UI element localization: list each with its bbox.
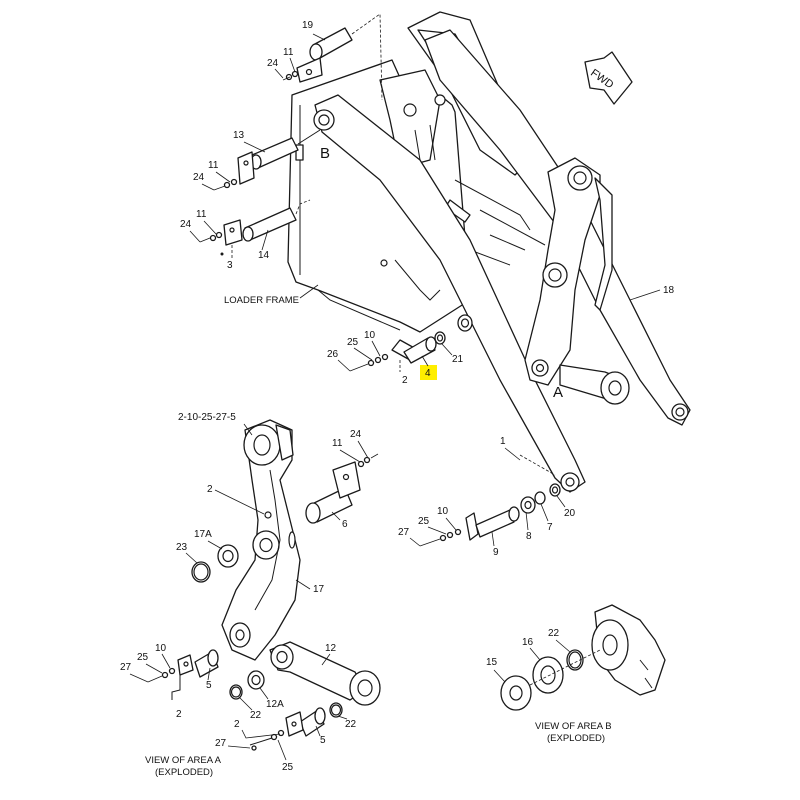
callout-2b: 2 [207,484,213,495]
callout-1: 1 [500,436,506,447]
callout-10b: 10 [437,506,449,517]
callout-17a: 17A [194,529,212,540]
callout-18: 18 [663,285,675,296]
callout-7: 7 [547,522,553,533]
callout-12: 12 [325,643,337,654]
view-a-caption-line1: VIEW OF AREA A [145,755,222,766]
callout-24d: 24 [350,429,362,440]
loader-frame-label: LOADER FRAME [224,295,299,306]
callout-21: 21 [452,354,464,365]
area-b-exploded [500,604,666,711]
callout-11b: 11 [208,160,219,171]
tilt-lever-installed [524,157,613,386]
callout-12a: 12A [266,699,284,710]
tilt-lever-17 [221,419,301,661]
pin-13-assembly [213,129,321,191]
view-b-caption-line2: (EXPLODED) [547,733,605,744]
callout-2c: 2 [176,709,182,720]
callout-17: 17 [313,584,325,595]
callout-2a: 2 [402,375,408,386]
callout-25d: 25 [282,762,294,773]
callout-6: 6 [342,519,348,530]
callout-22b-link: 22 [345,719,357,730]
callout-27c: 27 [215,738,227,749]
lift-arm-right [424,29,691,426]
view-a-caption-line2: (EXPLODED) [155,767,213,778]
callout-27a: 27 [398,527,410,538]
callout-24b: 24 [193,172,205,183]
callout-25c: 25 [137,652,149,663]
bearing-17a-assembly [191,544,239,583]
pin-9-assembly [419,454,561,547]
callout-20: 20 [564,508,576,519]
callout-8: 8 [526,531,532,542]
pin-6-assembly [305,453,379,524]
callout-16: 16 [522,637,534,648]
pin-4-assembly [349,314,473,372]
callout-23: 23 [176,542,188,553]
callout-24c: 24 [180,219,192,230]
pin-5a-assembly [147,649,219,700]
callout-15: 15 [486,657,498,668]
forward-arrow: FWD [584,51,633,105]
pin-14-assembly [199,199,311,258]
view-b-caption-line1: VIEW OF AREA B [535,721,612,732]
tilt-link-installed [559,364,630,405]
callout-22a: 22 [250,710,262,721]
callout-5b: 5 [320,735,326,746]
callout-19: 19 [302,20,314,31]
callout-24a: 24 [267,58,279,69]
pin-5b-assembly [249,707,326,751]
callout-4-highlight [420,365,437,380]
callout-5a: 5 [206,680,212,691]
callout-2d: 2 [234,719,240,730]
callout-10c: 10 [155,643,167,654]
callout-14: 14 [258,250,270,261]
pin-19-assembly [282,13,383,101]
callout-25b: 25 [418,516,430,527]
callout-11a: 11 [283,47,294,58]
lift-arm-left [313,94,586,493]
callout-27b: 27 [120,662,132,673]
callout-26: 26 [327,349,339,360]
callout-4: 4 [425,368,431,379]
callout-11c: 11 [196,209,207,220]
callout-10a: 10 [364,330,376,341]
callout-22b: 22 [548,628,560,639]
callout-11d: 11 [332,438,343,449]
callout-13: 13 [233,130,245,141]
callout-2-10-25-27-5: 2-10-25-27-5 [178,412,236,423]
area-b-label: B [320,145,330,162]
tilt-link-12 [269,641,381,706]
bearing-12a-assembly [229,670,343,718]
callout-9: 9 [493,547,499,558]
callout-25a: 25 [347,337,359,348]
callout-3: 3 [227,260,233,271]
area-a-label: A [553,384,563,401]
